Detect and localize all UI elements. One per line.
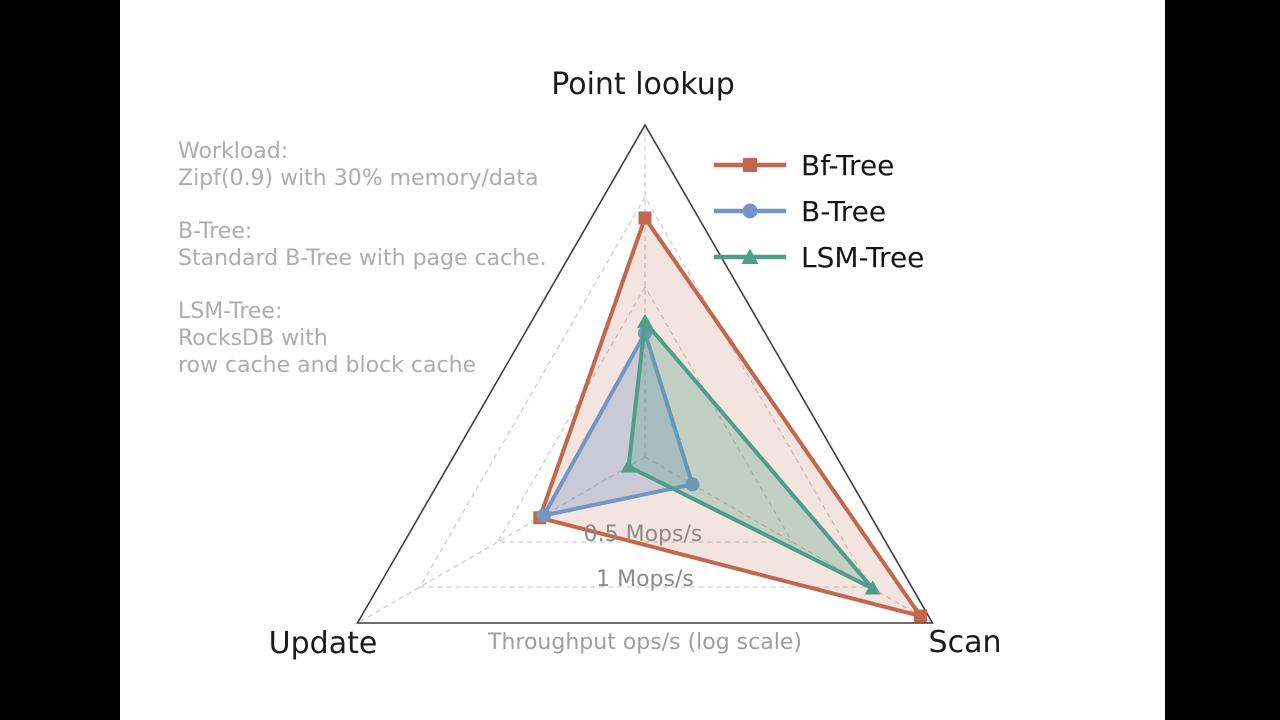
legend-item-bf-tree: Bf-Tree: [712, 142, 924, 188]
legend-label-bf-tree: Bf-Tree: [801, 148, 895, 182]
lsm-tree-marker-scan: [864, 580, 881, 595]
series-area-bf-tree: [537, 216, 923, 618]
b-tree-marker-update: [536, 508, 551, 523]
annotation-workload-title: Workload:: [178, 139, 289, 164]
lsm-tree-marker-update: [620, 458, 637, 473]
legend-item-b-tree: B-Tree: [712, 188, 924, 234]
letterbox-right-bar: [1165, 0, 1280, 720]
annotation-workload-desc: Zipf(0.9) with 30% memory/data: [178, 166, 539, 191]
b-tree-marker-scan: [685, 477, 700, 492]
letterbox-left-bar: [0, 0, 120, 720]
series-area-b-tree: [541, 331, 695, 518]
annotation-btree: B-Tree: Standard B-Tree with page cache.: [178, 218, 547, 272]
radar-outer-triangle: [356, 123, 934, 624]
radar-ring-1: [418, 195, 872, 588]
annotation-lsm: LSM-Tree: RocksDB with row cache and blo…: [178, 298, 476, 379]
legend-label-b-tree: B-Tree: [801, 194, 887, 228]
throughput-axis-note: Throughput ops/s (log scale): [488, 630, 802, 655]
legend-item-lsm-tree: LSM-Tree: [712, 234, 924, 280]
radar-spoke-1: [357, 456, 646, 624]
bf-tree-marker-scan: [913, 609, 927, 623]
lsm-tree-marker-point-lookup: [637, 313, 653, 328]
ring-label-1-mops: 1 Mops/s: [596, 567, 694, 592]
axis-label-scan: Scan: [928, 625, 1002, 660]
annotation-btree-title: B-Tree:: [178, 219, 253, 244]
annotation-lsm-title: LSM-Tree:: [178, 299, 283, 324]
axis-label-update: Update: [268, 626, 378, 661]
annotation-workload: Workload: Zipf(0.9) with 30% memory/data: [178, 138, 539, 192]
legend-label-lsm-tree: LSM-Tree: [801, 240, 925, 274]
annotation-lsm-desc-1: RocksDB with: [178, 326, 328, 351]
chart-legend: Bf-Tree B-Tree LSM-Tree: [712, 142, 924, 280]
annotation-lsm-desc-2: row cache and block cache: [178, 353, 477, 378]
annotation-btree-desc: Standard B-Tree with page cache.: [178, 246, 547, 271]
bf-tree-marker-point-lookup: [638, 211, 652, 225]
series-area-lsm-tree: [626, 319, 875, 591]
b-tree-legend-marker-icon: [712, 200, 788, 222]
bf-tree-legend-marker-icon: [712, 154, 788, 176]
axis-label-point-lookup: Point lookup: [551, 67, 735, 102]
radar-ring-0: [496, 285, 794, 543]
lsm-tree-legend-marker-icon: [712, 246, 788, 268]
ring-label-05-mops: 0.5 Mops/s: [583, 522, 703, 547]
